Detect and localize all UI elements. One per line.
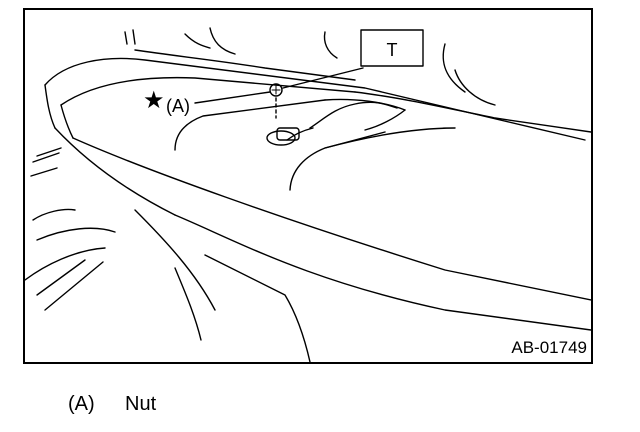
- legend-text: Nut: [125, 393, 157, 415]
- callout-label: (A): [166, 96, 190, 116]
- figure-frame: T ★ (A) AB-01749: [23, 8, 593, 364]
- tool-label: T: [387, 40, 398, 60]
- legend-key: (A): [68, 393, 95, 415]
- legend-item: (A) Nut: [68, 393, 156, 416]
- cushion-outline: [44, 57, 586, 141]
- star-icon: ★: [143, 87, 165, 114]
- figure-code: AB-01749: [511, 338, 587, 357]
- seat-drawing: T ★ (A): [25, 27, 591, 362]
